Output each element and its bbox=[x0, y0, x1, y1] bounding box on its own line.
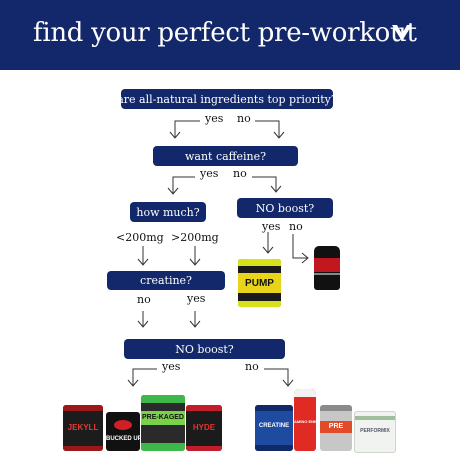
question-no-boost-right: NO boost? bbox=[237, 198, 333, 218]
label-q5-yes: yes bbox=[187, 292, 206, 305]
chevron-down-icon[interactable] bbox=[390, 22, 414, 44]
label-q3-low: <200mg bbox=[116, 231, 164, 244]
label-q3-high: >200mg bbox=[171, 231, 219, 244]
product-pre-kaged[interactable]: PRE-KAGED bbox=[141, 395, 185, 451]
product-black-bottle[interactable] bbox=[314, 246, 340, 290]
product-bucked-up[interactable]: BUCKED UP bbox=[106, 412, 140, 451]
label-q2-yes: yes bbox=[200, 167, 219, 180]
label-q5-no: no bbox=[137, 293, 151, 306]
label-q1-no: no bbox=[237, 112, 251, 125]
product-amino-energy[interactable]: AMINO ENERGY bbox=[294, 389, 316, 451]
question-caffeine: want caffeine? bbox=[153, 146, 298, 166]
product-creatine[interactable]: CREATINE bbox=[255, 405, 293, 451]
label-q2-no: no bbox=[233, 167, 247, 180]
product-hyde[interactable]: HYDE bbox=[186, 405, 222, 451]
label-q1-yes: yes bbox=[205, 112, 224, 125]
label-q4-yes: yes bbox=[262, 220, 281, 233]
page-header: find your perfect pre-workout bbox=[0, 0, 460, 70]
label-q6-no: no bbox=[245, 360, 259, 373]
product-pre-tub[interactable]: PRE bbox=[320, 405, 352, 451]
page-title: find your perfect pre-workout bbox=[33, 18, 417, 48]
question-how-much: how much? bbox=[130, 202, 206, 222]
product-pump[interactable]: PUMP bbox=[238, 259, 281, 307]
label-q6-yes: yes bbox=[162, 360, 181, 373]
label-q4-no: no bbox=[289, 220, 303, 233]
question-creatine: creatine? bbox=[107, 271, 225, 290]
question-all-natural: are all-natural ingredients top priority… bbox=[117, 89, 337, 109]
question-no-boost-bottom: NO boost? bbox=[124, 339, 285, 359]
product-performix[interactable]: PERFORMIX bbox=[354, 411, 396, 453]
product-jekyll[interactable]: JEKYLL bbox=[63, 405, 103, 451]
